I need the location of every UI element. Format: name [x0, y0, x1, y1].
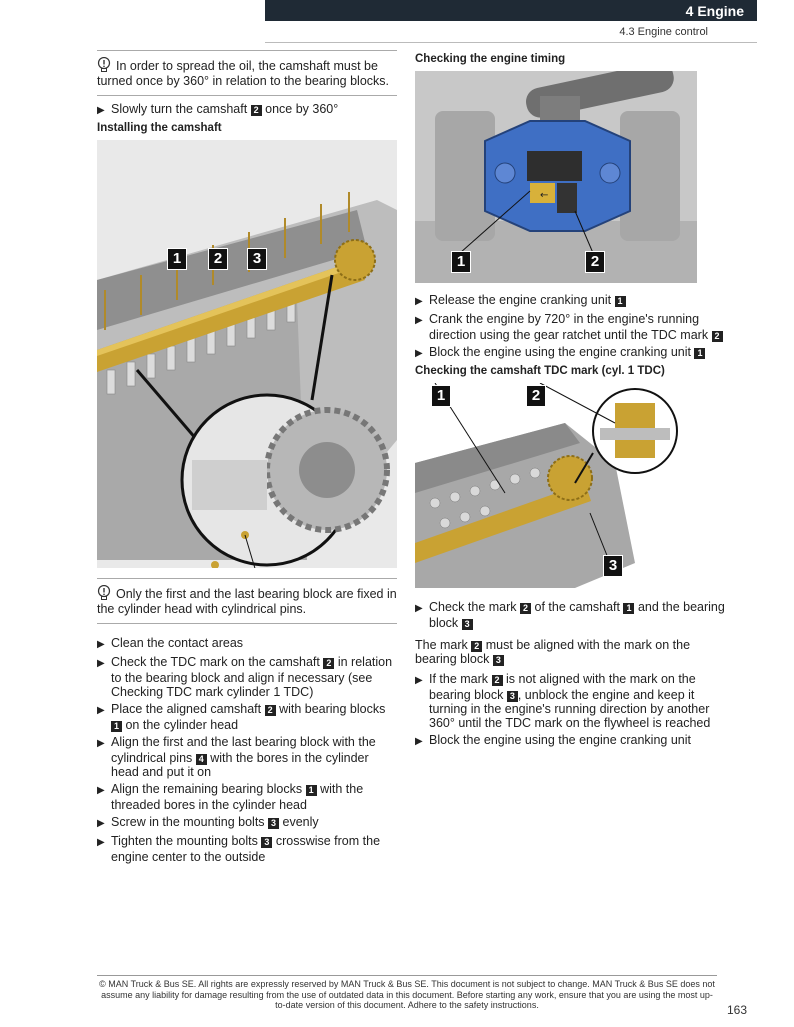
badge: 1 [111, 721, 122, 732]
header-bar [265, 0, 757, 21]
badge: 2 [471, 641, 483, 652]
lightbulb-icon [97, 585, 111, 600]
callout-1: 1 [451, 251, 471, 273]
step-turn-camshaft: ▶Slowly turn the camshaft 2 once by 360° [97, 102, 339, 116]
heading-engine-timing: Checking the engine timing [415, 53, 566, 65]
heading-camshaft-tdc: Checking the camshaft TDC mark (cyl. 1 T… [415, 365, 665, 377]
badge: 1 [305, 785, 317, 796]
arrow-right-icon: ▶ [415, 736, 423, 747]
arrow-right-icon: ▶ [415, 315, 423, 326]
footer-copyright: © MAN Truck & Bus SE. All rights are exp… [99, 979, 715, 1010]
callout-2: 2 [526, 385, 546, 407]
step-block-engine-final: ▶Block the engine using the engine crank… [415, 733, 691, 747]
header-divider [265, 42, 757, 43]
badge: 3 [461, 619, 473, 630]
tdc-figure: 1 2 3 [415, 383, 697, 588]
badge: 2 [491, 675, 503, 686]
chapter-title: 4 Engine [685, 3, 744, 19]
step-tighten-bolts: ▶Tighten the mounting bolts 3 crosswise … [97, 834, 381, 864]
step-clean: ▶Clean the contact areas [97, 636, 244, 650]
callout-2: 2 [585, 251, 605, 273]
badge: 3 [492, 655, 504, 666]
tdc-illustration [415, 383, 678, 588]
arrow-right-icon: ▶ [97, 705, 105, 716]
step-release-unit: ▶Release the engine cranking unit 1 [415, 293, 725, 309]
step-block-engine: ▶Block the engine using the engine crank… [415, 345, 725, 361]
step-place-camshaft: ▶Place the aligned camshaft 2 with beari… [97, 702, 386, 732]
badge: 3 [261, 837, 273, 848]
arrow-right-icon: ▶ [97, 738, 105, 749]
right-column: Checking the engine timing ← 1 2 ▶Releas… [415, 50, 725, 752]
tdc-steps: ▶Check the mark 2 of the camshaft 1 and … [415, 600, 725, 749]
step-screw-bolts: ▶Screw in the mounting bolts 3 evenly [97, 815, 319, 829]
bearing-note: Only the first and the last bearing bloc… [97, 578, 397, 624]
heading-installing-camshaft: Installing the camshaft [97, 122, 222, 134]
arrow-right-icon: ▶ [97, 639, 105, 650]
arrow-right-icon: ▶ [415, 348, 423, 359]
install-steps: ▶Clean the contact areas ▶Check the TDC … [97, 636, 397, 864]
camshaft-figure: 1 2 3 4 [97, 140, 397, 568]
badge: 3 [268, 818, 280, 829]
arrow-right-icon: ▶ [97, 785, 105, 796]
badge: 4 [195, 754, 207, 765]
left-column: In order to spread the oil, the camshaft… [97, 50, 397, 867]
footer-divider [97, 975, 717, 976]
callout-3: 3 [247, 248, 267, 270]
badge: 2 [264, 705, 276, 716]
arrow-right-icon: ▶ [415, 603, 423, 614]
badge: 2 [250, 105, 262, 116]
arrow-right-icon: ▶ [97, 658, 105, 669]
arrow-right-icon: ▶ [415, 675, 423, 686]
callout-1: 1 [431, 385, 451, 407]
callout-2: 2 [208, 248, 228, 270]
step-crank-engine: ▶Crank the engine by 720° in the engine'… [415, 312, 725, 342]
badge: 2 [520, 603, 532, 614]
timing-steps: ▶Release the engine cranking unit 1 ▶Cra… [415, 293, 725, 361]
badge: 2 [323, 658, 335, 669]
badge: 2 [711, 331, 723, 342]
callout-3: 3 [603, 555, 623, 577]
badge: 1 [623, 603, 635, 614]
arrow-right-icon: ▶ [97, 818, 105, 829]
arrow-right-icon: ▶ [97, 837, 105, 848]
note-text: Only the first and the last bearing bloc… [97, 587, 397, 616]
step-align-remaining: ▶Align the remaining bearing blocks 1 wi… [97, 782, 364, 812]
section-title: 4.3 Engine control [619, 26, 708, 38]
page-number: 163 [726, 1003, 747, 1017]
paragraph-mark-aligned: The mark 2 must be aligned with the mark… [415, 638, 691, 666]
badge: 3 [506, 691, 518, 702]
arrow-right-icon: ▶ [97, 105, 105, 116]
badge: 1 [614, 296, 626, 307]
camshaft-illustration [97, 192, 397, 568]
badge: 1 [694, 348, 706, 359]
step-align-first-last: ▶Align the first and the last bearing bl… [97, 735, 376, 779]
oil-note: In order to spread the oil, the camshaft… [97, 50, 397, 96]
step-check-mark: ▶Check the mark 2 of the camshaft 1 and … [415, 600, 725, 630]
arrow-right-icon: ▶ [415, 296, 423, 307]
callout-1: 1 [167, 248, 187, 270]
timing-figure: ← 1 2 [415, 71, 697, 283]
note-text: In order to spread the oil, the camshaft… [97, 59, 389, 88]
step-if-not-aligned: ▶If the mark 2 is not aligned with the m… [415, 672, 711, 730]
svg-text:←: ← [540, 190, 548, 201]
step-check-tdc: ▶Check the TDC mark on the camshaft 2 in… [97, 655, 393, 699]
lightbulb-icon [97, 57, 111, 72]
